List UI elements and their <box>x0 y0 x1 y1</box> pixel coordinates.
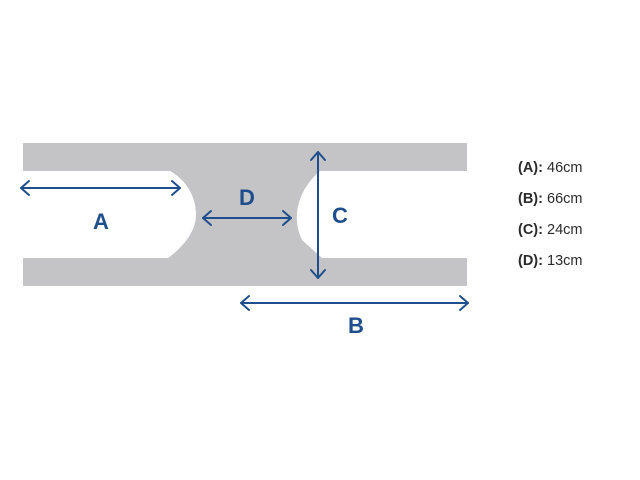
dimension-legend: (A): 46cm (B): 66cm (C): 24cm (D): 13cm <box>518 158 636 282</box>
dimension-c-arrow <box>310 151 326 279</box>
legend-value: 46cm <box>547 160 583 176</box>
legend-row-a: (A): 46cm <box>518 158 636 189</box>
dimension-d-label: D <box>239 185 255 210</box>
mat-shape <box>23 143 467 286</box>
dimension-c-label: C <box>332 203 348 228</box>
dimension-a-arrow <box>20 180 181 196</box>
legend-value: 13cm <box>547 253 583 269</box>
legend-key: (D): <box>518 253 543 269</box>
dimension-a-label: A <box>93 209 109 234</box>
legend-row-b: (B): 66cm <box>518 189 636 220</box>
legend-key: (A): <box>518 160 543 176</box>
legend-key: (C): <box>518 222 543 238</box>
legend-value: 66cm <box>547 191 583 207</box>
legend-value: 24cm <box>547 222 583 238</box>
legend-key: (B): <box>518 191 543 207</box>
legend-row-d: (D): 13cm <box>518 251 636 282</box>
legend-row-c: (C): 24cm <box>518 220 636 251</box>
dimension-b-arrow <box>240 295 469 311</box>
dimension-b-label: B <box>348 313 364 338</box>
dimension-d-arrow <box>202 210 292 226</box>
